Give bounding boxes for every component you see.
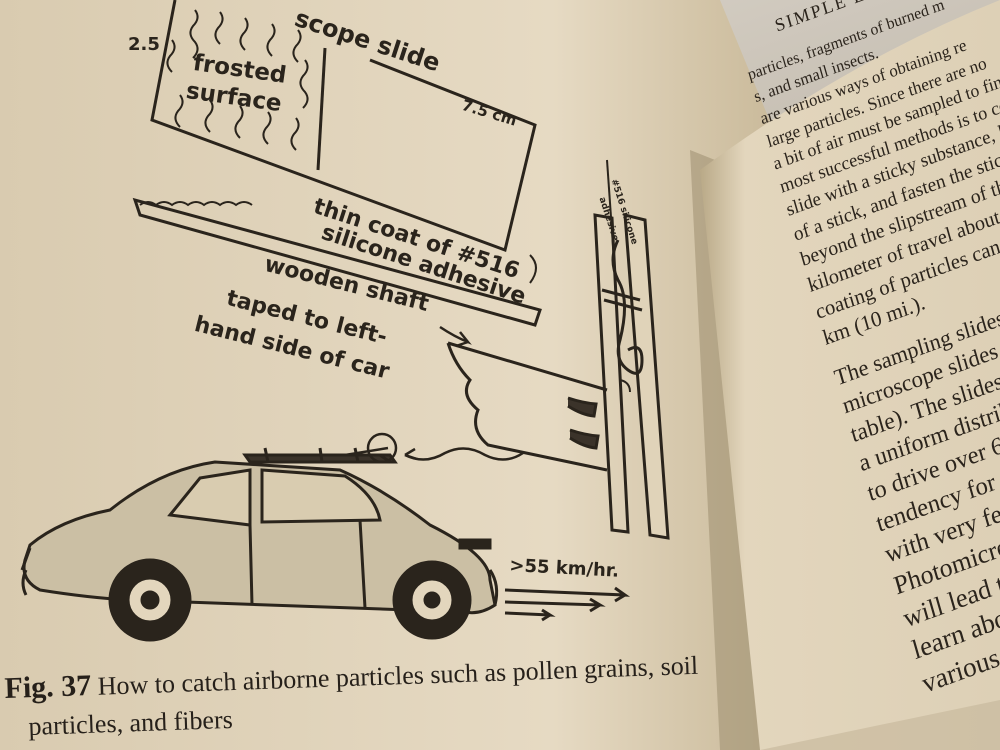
slide-side-view xyxy=(132,197,542,327)
left-page xyxy=(0,0,790,750)
caption-prefix: Fig. 37 xyxy=(4,668,92,705)
shaft-pointer-arrow xyxy=(439,325,472,348)
wooden-shaft xyxy=(446,341,631,472)
speed-arrows xyxy=(504,586,631,622)
car-drawing xyxy=(20,447,499,642)
clothespin-drawing xyxy=(593,159,670,540)
right-page xyxy=(700,0,1000,750)
microscope-slide-drawing xyxy=(150,0,537,252)
slide-width-label: 2.5 xyxy=(128,34,160,55)
sampler-callout xyxy=(344,432,524,464)
page-shadow-right xyxy=(760,700,1000,750)
